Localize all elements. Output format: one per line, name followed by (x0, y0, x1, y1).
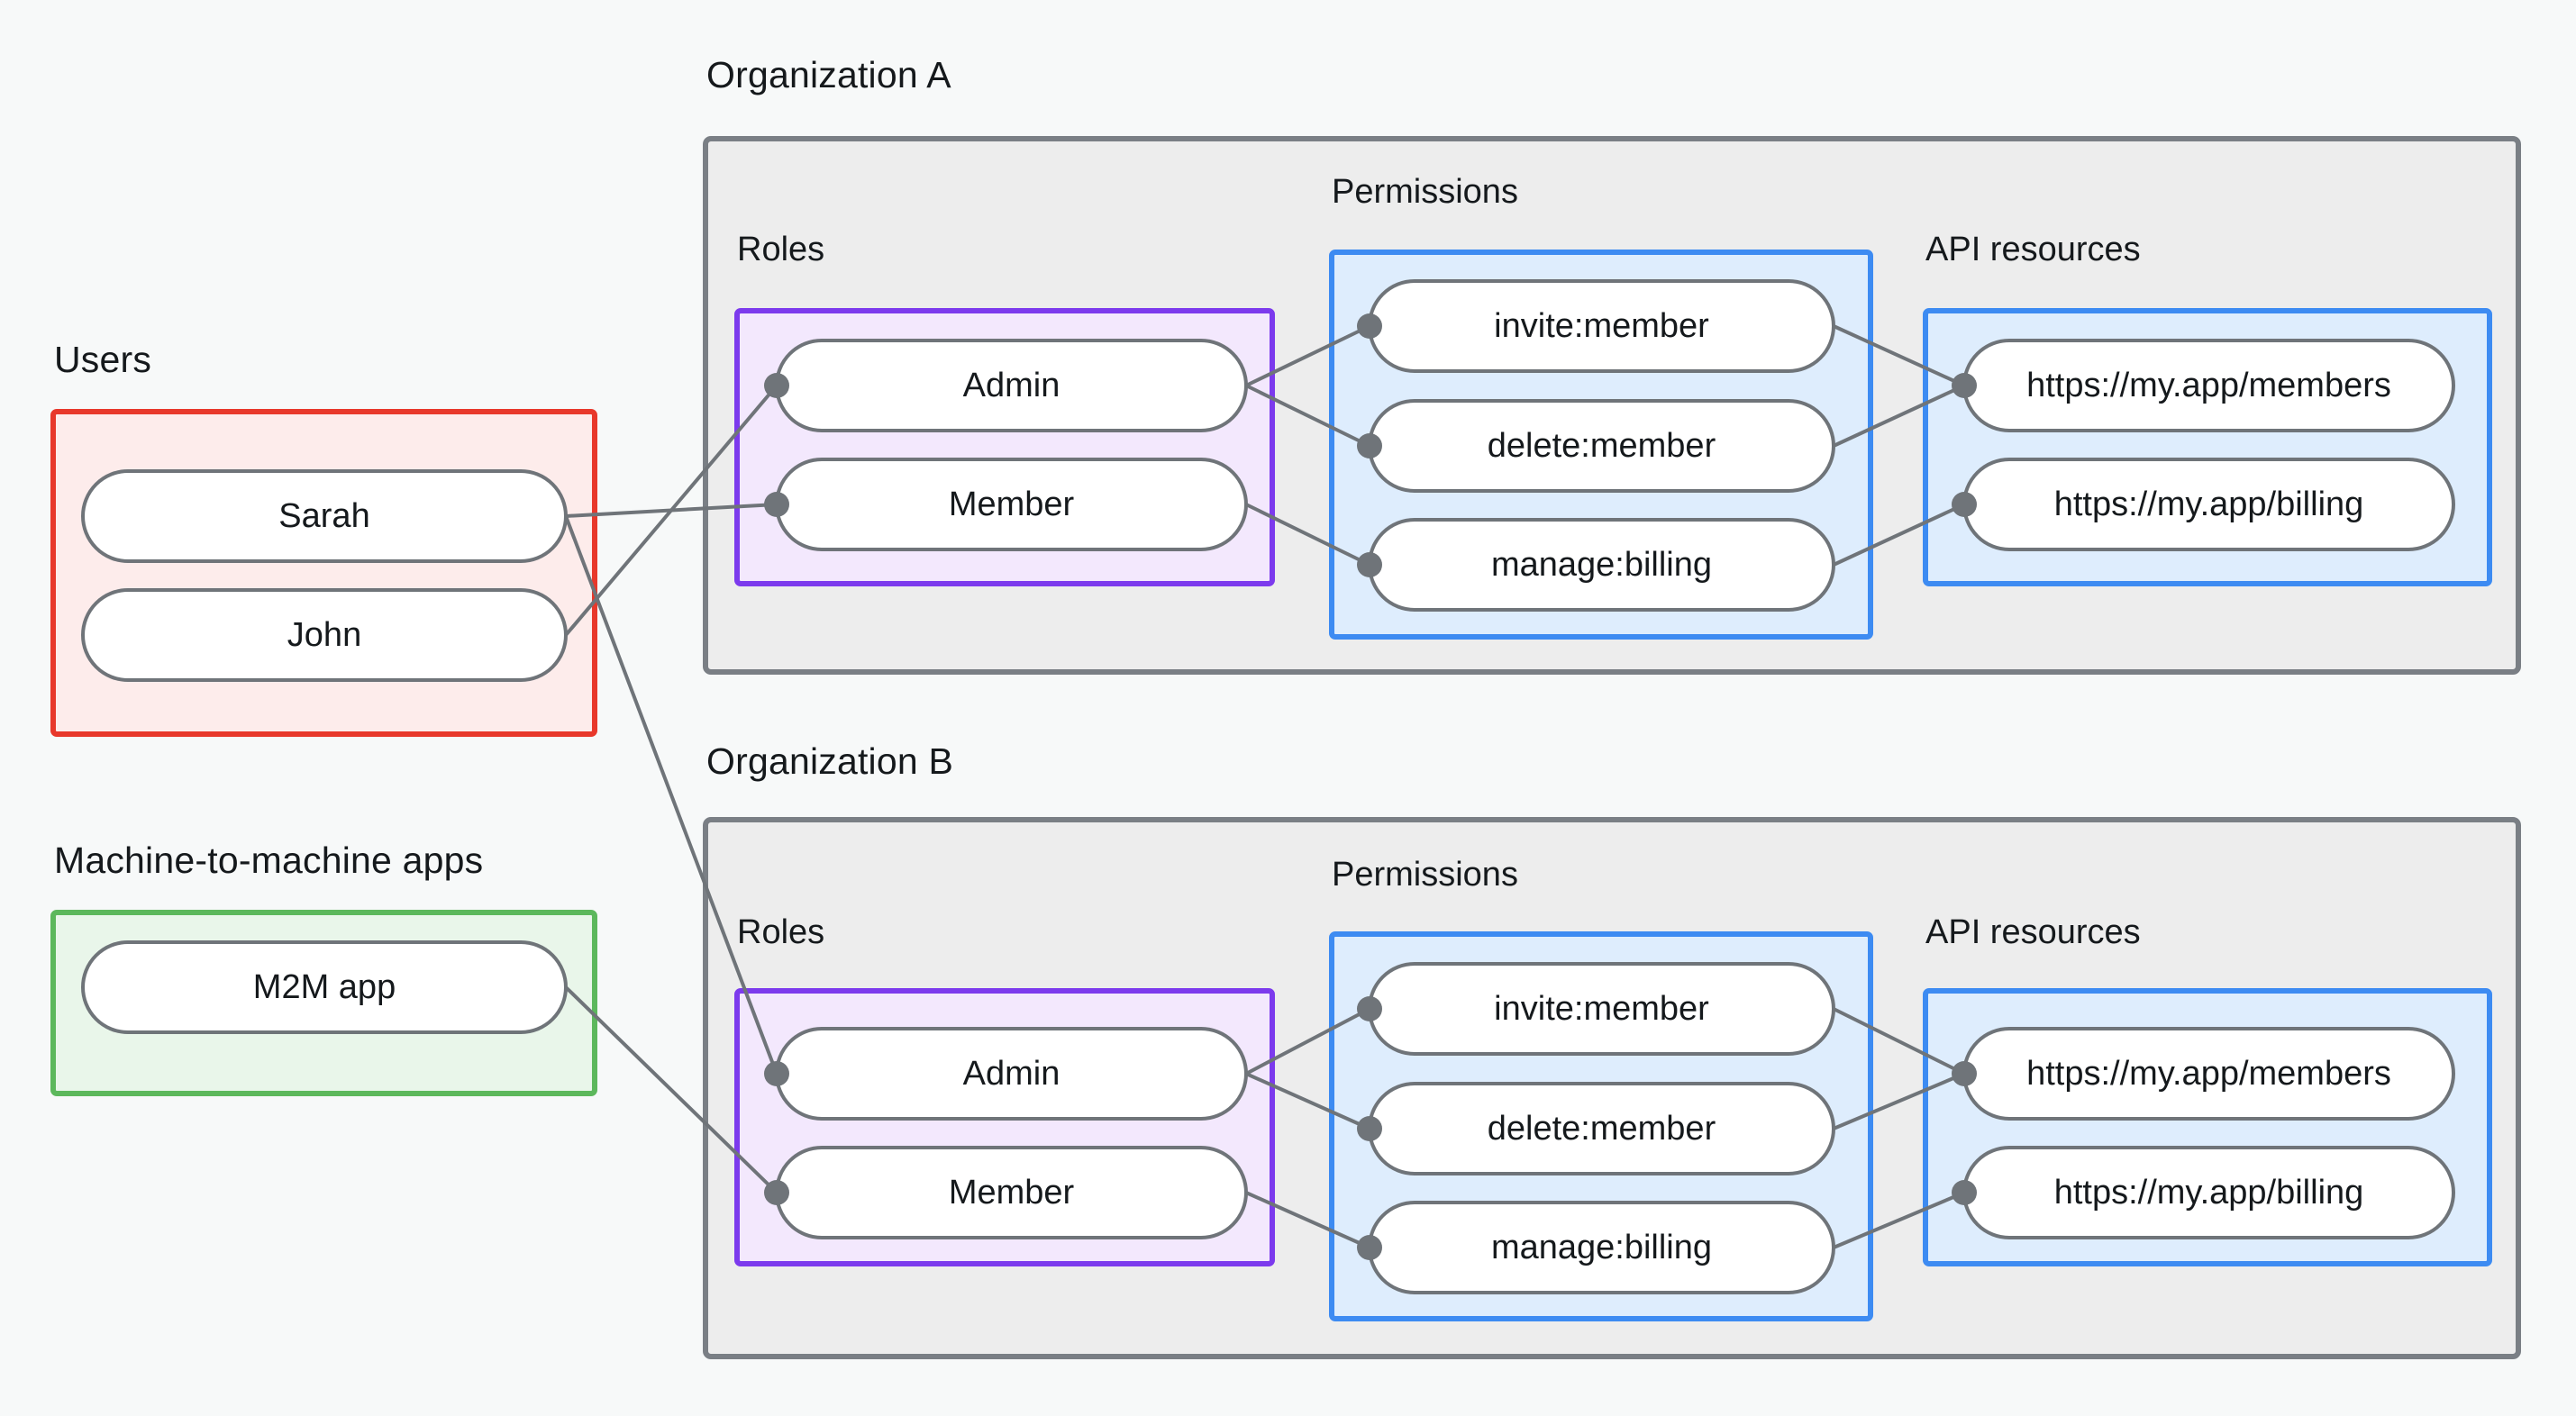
edge-orgB-delete-members (1833, 1072, 1965, 1130)
edge-orgA-admin-invite (1245, 324, 1370, 387)
pill-label-orgb-delete-member: delete:member (1487, 1109, 1716, 1148)
edge-orgA-admin-delete (1245, 384, 1370, 448)
pill-label-orgb-member: Member (948, 1173, 1075, 1212)
pill-label-orgb-api-billing: https://my.app/billing (2053, 1173, 2364, 1212)
dot-orgb-delete-left (1357, 1116, 1382, 1141)
pill-john[interactable] (81, 588, 568, 682)
org-a-label: Organization A (706, 54, 951, 95)
org-a-roles-label: Roles (737, 231, 825, 268)
edge-orgB-admin-invite (1245, 1007, 1370, 1076)
pill-label-orga-manage-billing: manage:billing (1490, 545, 1713, 584)
edge-orgA-invite-members (1833, 324, 1965, 387)
org-a-permissions-label: Permissions (1332, 173, 1518, 211)
pill-sarah[interactable] (81, 469, 568, 563)
dot-orga-billing-left (1357, 552, 1382, 577)
pill-label-orgb-invite-member: invite:member (1494, 989, 1709, 1028)
dot-orga-api-billing-left (1952, 492, 1977, 517)
users-section-label: Users (54, 339, 152, 380)
edge-orgB-invite-members (1833, 1007, 1965, 1076)
edge-john-orgA-admin (564, 384, 778, 637)
edge-m2m-orgB-member (564, 985, 778, 1194)
edge-sarah-orgB-admin (564, 515, 778, 1075)
edge-orgA-delete-members (1833, 384, 1965, 448)
edge-orgA-billing-billing (1833, 503, 1965, 567)
dot-orgb-billing-left (1357, 1235, 1382, 1260)
dot-orga-member-left (764, 492, 789, 517)
dot-orga-delete-left (1357, 433, 1382, 458)
dot-orgb-invite-left (1357, 996, 1382, 1021)
dot-orgb-api-members-left (1952, 1061, 1977, 1086)
dot-orgb-api-billing-left (1952, 1180, 1977, 1205)
dot-orgb-admin-left (764, 1061, 789, 1086)
pill-label-orga-member: Member (948, 485, 1075, 523)
pill-label-orgb-manage-billing: manage:billing (1490, 1228, 1713, 1266)
pill-m2m-app[interactable] (81, 940, 568, 1034)
dot-orga-api-members-left (1952, 373, 1977, 398)
org-a-api-label: API resources (1925, 231, 2141, 268)
pill-label-orga-api-billing: https://my.app/billing (2053, 485, 2364, 523)
dot-orga-admin-left (764, 373, 789, 398)
pill-label-orga-delete-member: delete:member (1487, 426, 1716, 465)
pill-label-orgb-api-members: https://my.app/members (2026, 1054, 2391, 1093)
pill-label-orga-invite-member: invite:member (1494, 306, 1709, 345)
pill-label-m2m-app: M2M app (252, 967, 396, 1006)
pill-label-sarah: Sarah (278, 496, 370, 535)
pill-label-john: John (287, 615, 362, 654)
pill-label-orga-api-members: https://my.app/members (2026, 366, 2391, 404)
edge-orgA-member-billing (1245, 503, 1370, 567)
edge-orgB-admin-delete (1245, 1072, 1370, 1130)
pill-label-orgb-admin: Admin (962, 1054, 1060, 1093)
pill-label-orga-admin: Admin (962, 366, 1060, 404)
org-b-api-label: API resources (1925, 913, 2141, 951)
org-b-roles-label: Roles (737, 913, 825, 951)
edge-orgB-billing-billing (1833, 1191, 1965, 1249)
dot-orga-invite-left (1357, 313, 1382, 339)
m2m-section-label: Machine-to-machine apps (54, 840, 484, 881)
dot-orgb-member-left (764, 1180, 789, 1205)
edge-orgB-member-billing (1245, 1191, 1370, 1249)
org-b-label: Organization B (706, 740, 954, 782)
org-b-permissions-label: Permissions (1332, 856, 1518, 894)
